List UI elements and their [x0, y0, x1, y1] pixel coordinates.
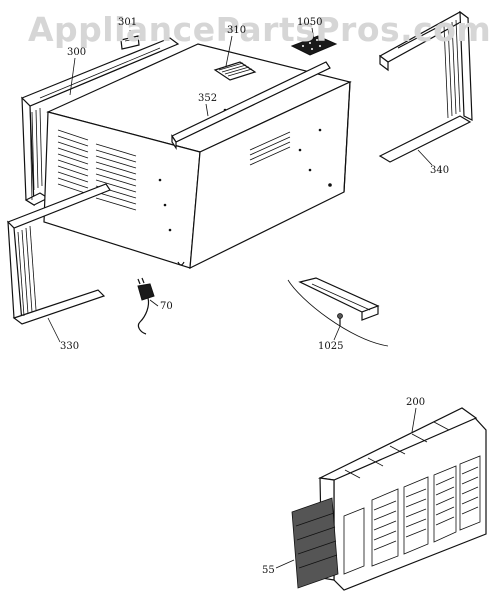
- part-330-side-curtain: [6, 183, 111, 325]
- leader-lines: [47, 27, 433, 569]
- callout-1050: 1050: [297, 17, 323, 28]
- part-200-front-grille: [317, 407, 487, 591]
- callout-55: 55: [262, 565, 275, 576]
- part-70-power-cord: [137, 277, 155, 335]
- callout-340: 340: [430, 165, 450, 176]
- part-352-rail: [171, 61, 331, 150]
- callout-352: 352: [198, 93, 218, 104]
- part-300-side-curtain: [20, 37, 180, 207]
- front-louvers: [371, 455, 481, 567]
- callout-330: 330: [60, 341, 80, 352]
- part-55-filter: [291, 497, 339, 589]
- callout-301: 301: [118, 17, 138, 28]
- callout-300: 300: [67, 47, 87, 58]
- part-1050-control-board: [290, 35, 338, 56]
- part-340-side-curtain: [378, 10, 473, 163]
- callout-200: 200: [406, 397, 426, 408]
- cabinet-housing: [43, 43, 352, 270]
- callout-310: 310: [227, 25, 247, 36]
- part-1025-bracket: [287, 277, 389, 347]
- callout-70: 70: [160, 301, 173, 312]
- part-301-bracket: [120, 35, 140, 50]
- callout-1025: 1025: [318, 341, 344, 352]
